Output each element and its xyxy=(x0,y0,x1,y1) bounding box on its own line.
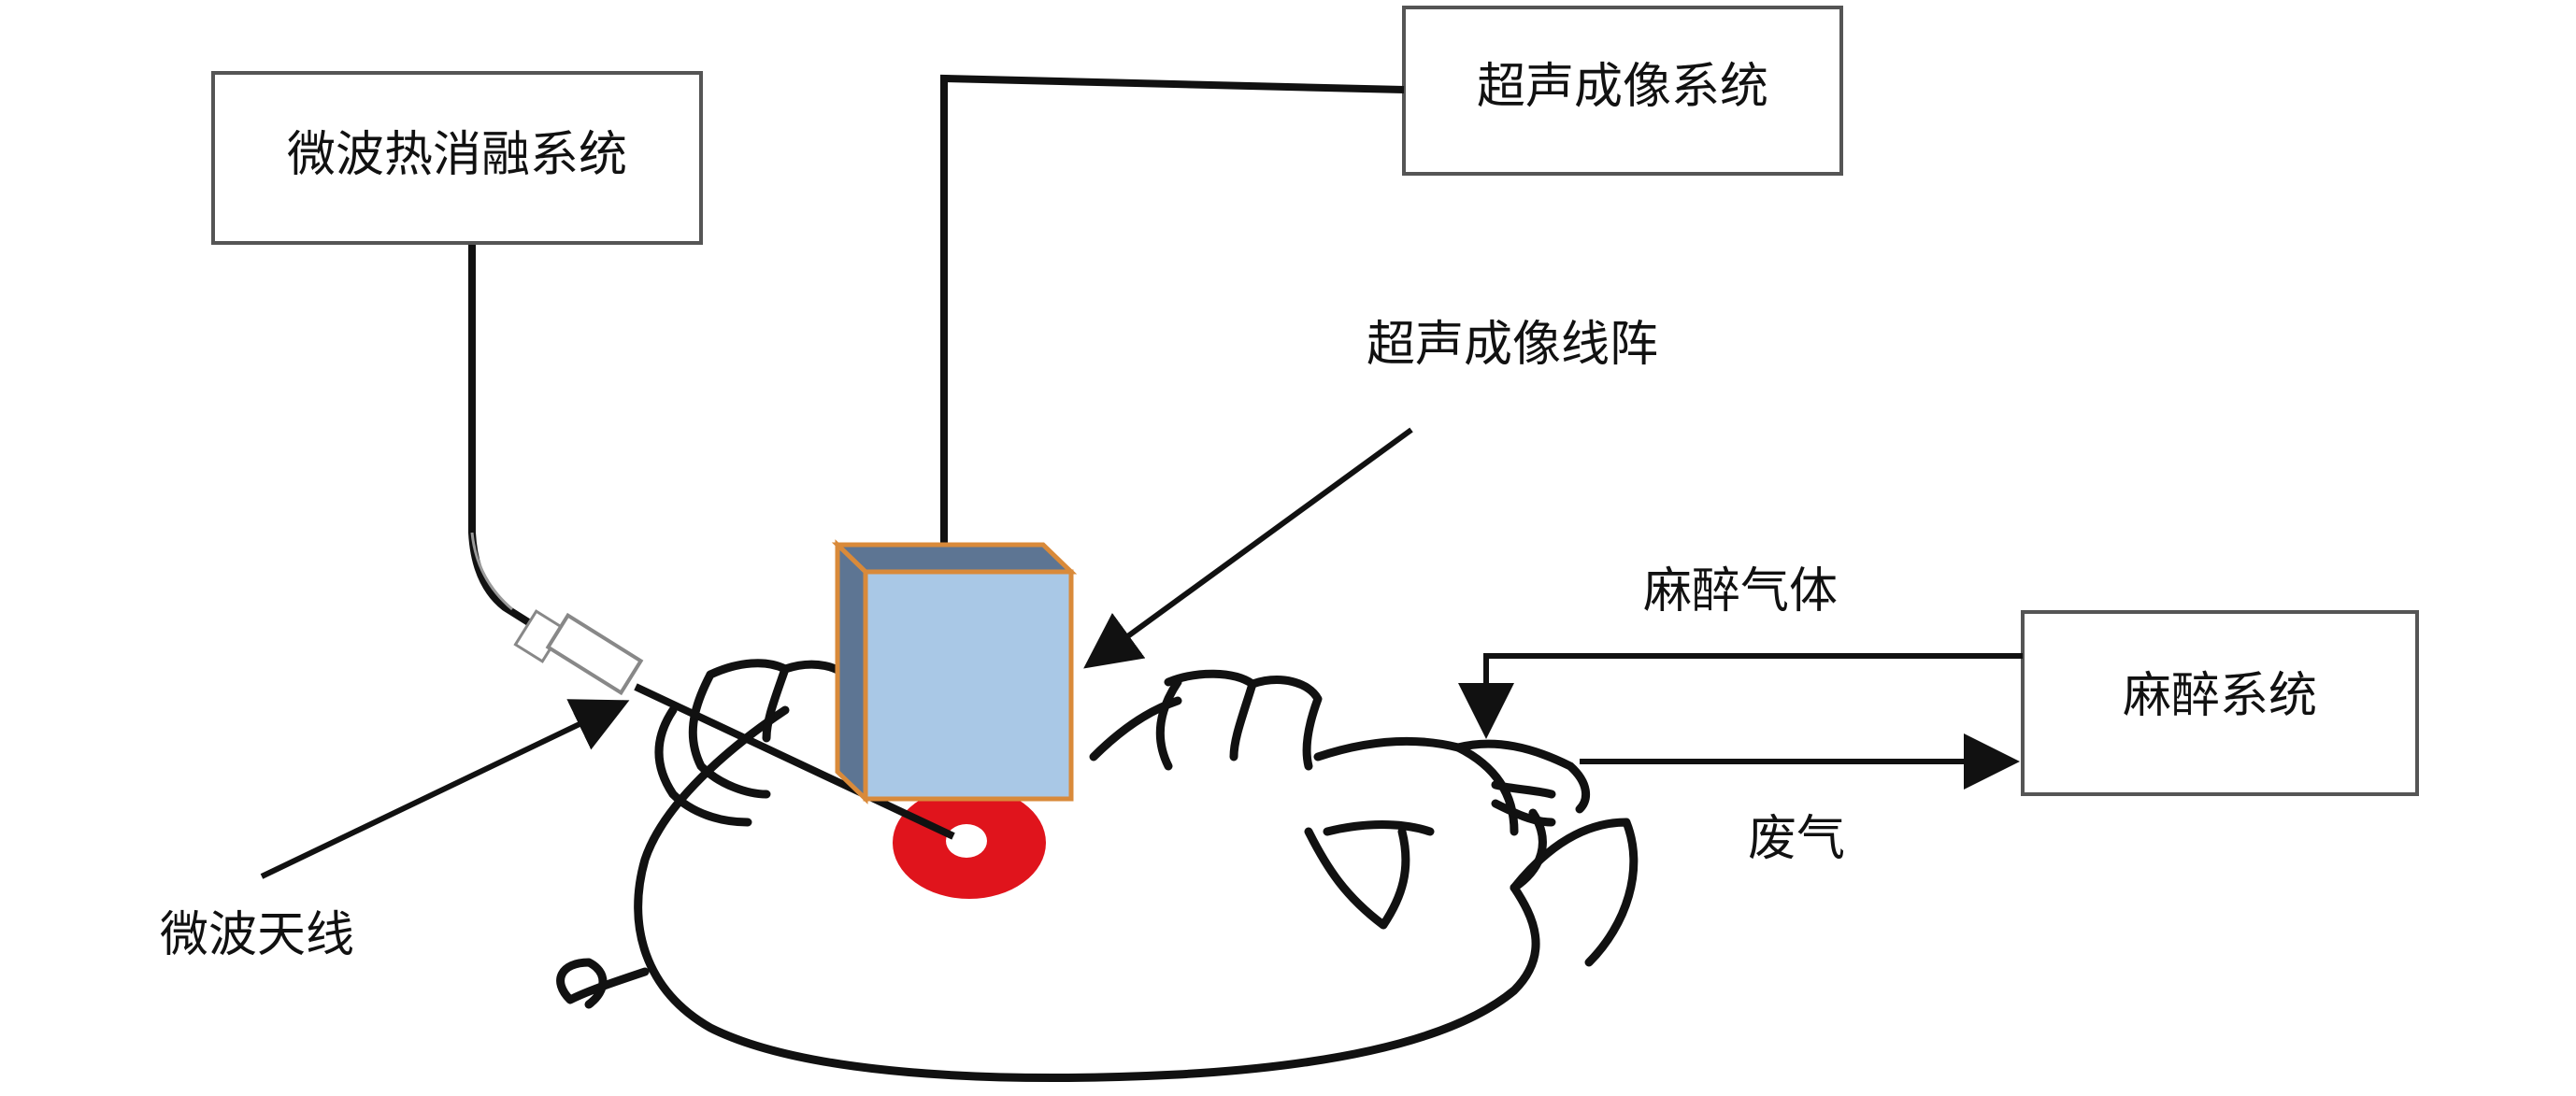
microwave-ablation-system-box: 微波热消融系统 xyxy=(211,71,703,245)
exhaust-gas-label: 废气 xyxy=(1748,811,1845,867)
ultrasound-probe xyxy=(831,539,1078,804)
microwave-ablation-system-label: 微波热消融系统 xyxy=(287,127,627,183)
microwave-antenna-label: 微波天线 xyxy=(160,907,354,963)
anesthesia-system-label: 麻醉系统 xyxy=(2123,668,2317,724)
ablation-zone xyxy=(893,787,1046,899)
ultrasound-array-label: 超声成像线阵 xyxy=(1367,317,1658,373)
pig-outline xyxy=(556,659,1639,1082)
anesthetic-gas-label: 麻醉气体 xyxy=(1643,563,1838,619)
ultrasound-imaging-system-label: 超声成像系统 xyxy=(1477,59,1768,115)
anesthetic-gas-arrow xyxy=(1458,653,2023,739)
ultrasound-imaging-system-box: 超声成像系统 xyxy=(1402,6,1843,176)
ultrasound-array-arrow xyxy=(1083,427,1413,669)
microwave-cable-thin-section xyxy=(470,532,513,611)
microwave-antenna xyxy=(513,609,955,840)
anesthesia-system-box: 麻醉系统 xyxy=(2021,610,2419,796)
microwave-antenna-arrow xyxy=(260,699,630,879)
ultrasound-cable xyxy=(940,74,1405,572)
